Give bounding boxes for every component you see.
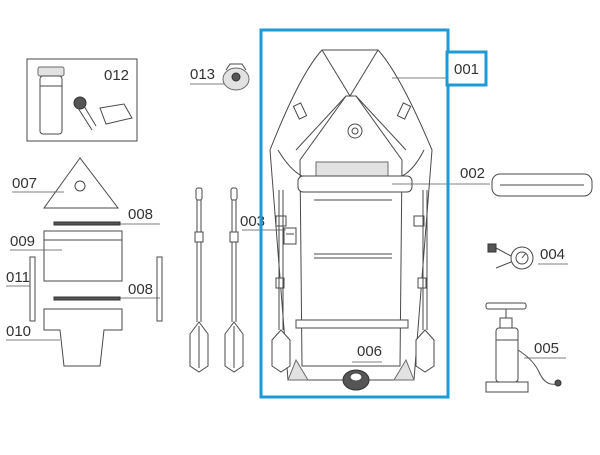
part-label-007: 007 bbox=[12, 175, 37, 192]
highlight-label-box[interactable] bbox=[445, 50, 488, 87]
part-011-side-rails[interactable]: 011 bbox=[6, 256, 163, 322]
part-label-008-upper: 008 bbox=[128, 206, 153, 223]
part-label-011: 011 bbox=[6, 269, 30, 286]
part-label-012: 012 bbox=[104, 67, 129, 84]
part-010-floor-board[interactable]: 010 bbox=[6, 308, 123, 367]
part-005-hand-pump[interactable]: 005 bbox=[485, 302, 566, 393]
part-001-boat[interactable] bbox=[269, 49, 446, 381]
part-002-seat-inner[interactable] bbox=[297, 175, 490, 193]
part-label-002: 002 bbox=[460, 165, 485, 182]
part-label-004: 004 bbox=[540, 246, 565, 263]
highlight-frame bbox=[259, 28, 450, 399]
part-003-oarlock[interactable]: 003 bbox=[240, 213, 297, 245]
part-label-001: 001 bbox=[454, 61, 479, 78]
part-label-013: 013 bbox=[190, 66, 215, 83]
part-label-003: 003 bbox=[240, 213, 265, 230]
part-007-bow-cover[interactable]: 007 bbox=[12, 157, 120, 209]
part-label-005: 005 bbox=[534, 340, 559, 357]
part-012-repair-kit[interactable]: 012 bbox=[26, 58, 138, 142]
part-label-006: 006 bbox=[357, 343, 382, 360]
part-label-008-lower: 008 bbox=[128, 281, 153, 298]
part-label-009: 009 bbox=[10, 233, 35, 250]
part-008-strip-lower[interactable]: 008 bbox=[53, 281, 160, 301]
part-009-seat-bag[interactable]: 009 bbox=[10, 230, 123, 282]
oar-left[interactable] bbox=[189, 187, 209, 373]
part-013-valve[interactable]: 013 bbox=[190, 63, 250, 91]
oar-right[interactable] bbox=[224, 187, 244, 373]
part-004-pressure-gauge[interactable]: 004 bbox=[487, 243, 568, 270]
part-002-seat[interactable]: 002 bbox=[460, 165, 593, 197]
part-008-strip-upper[interactable]: 008 bbox=[53, 206, 160, 226]
part-006-stern-valve[interactable]: 006 bbox=[342, 343, 382, 391]
part-label-010: 010 bbox=[6, 323, 31, 340]
